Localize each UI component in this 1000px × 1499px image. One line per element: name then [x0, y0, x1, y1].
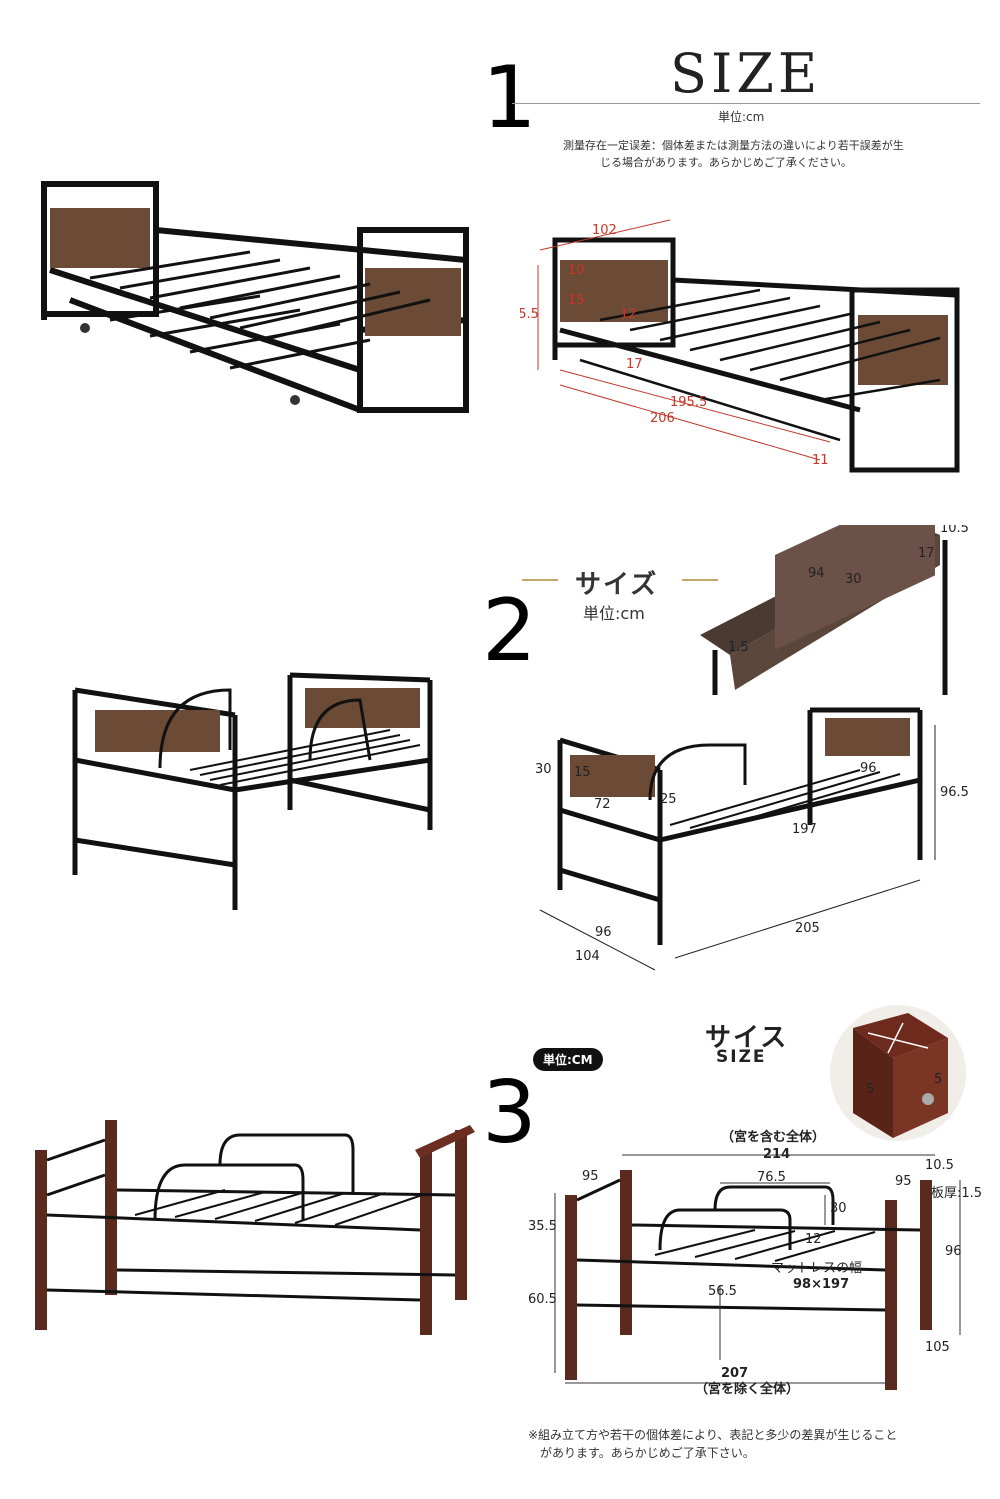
total-incl-label: （宮を含む全体）	[721, 1129, 825, 1145]
dim-inner-length: 195.5	[670, 395, 707, 410]
shelf-width-dim: 94	[808, 566, 825, 581]
dim-outer-length: 206	[650, 411, 675, 426]
dim-height: 65.5	[520, 307, 539, 322]
footnote-line2: があります。あらかじめご了承下さい。	[540, 1446, 755, 1460]
trundle-bed-dimension-diagram: 102 10 15 65.5 12 17 195.5 206 11	[520, 219, 960, 473]
section2-title: サイズ	[575, 570, 659, 600]
section1-note-line2: じる場合があります。あらかじめご了承ください。	[600, 156, 852, 169]
dim-width-inner: 96	[595, 925, 612, 940]
dim-slat-gap: 12	[805, 1232, 822, 1247]
post-dim-b: 5	[934, 1072, 942, 1087]
title-rule-left	[522, 579, 558, 581]
dim-total-height: 96.5	[940, 785, 969, 800]
trundle-bed-photo	[41, 181, 469, 413]
wood-post-bed-dimension-diagram: （宮を含む全体） 214 10.5 95 76.5 95 板厚:1.5 30 3…	[528, 1129, 982, 1397]
dim-under-height: 60.5	[528, 1292, 557, 1307]
total-excl-label: （宮を除く全体）	[695, 1381, 799, 1397]
shelf-thickness-label: 板厚:1.5	[931, 1186, 982, 1201]
shelf-depth-dim: 10.5	[940, 525, 969, 536]
dim-total-incl: 214	[763, 1147, 790, 1162]
dim-head-height: 30	[535, 762, 552, 777]
dim-panel-width: 72	[594, 797, 611, 812]
dim-width-outer: 104	[575, 949, 600, 964]
title-rule-right	[682, 579, 718, 581]
dim-shelf-depth: 10.5	[925, 1158, 954, 1173]
section-number-2: 2	[482, 581, 537, 681]
loft-bed-dimension-diagram: 30 15 72 25 96 197 96.5 96 104 205	[535, 707, 969, 971]
section1-unit: 単位:cm	[718, 110, 765, 124]
dim-head-width-right: 95	[895, 1174, 912, 1189]
mattress-label: マットレスの幅	[771, 1261, 862, 1276]
section2-unit: 単位:cm	[583, 604, 645, 623]
dim-headboard-top: 10	[568, 263, 585, 278]
footnote-line1: ※組み立て方や若干の個体差により、表記と多少の差異が生じること	[528, 1428, 898, 1442]
title-underline	[512, 103, 980, 104]
section1-title: SIZE	[670, 42, 822, 105]
dim-length: 205	[795, 921, 820, 936]
dim-slat-gap: 12	[620, 307, 637, 322]
post-dim-a: 5	[866, 1082, 874, 1097]
mattress-size: 98×197	[793, 1277, 849, 1292]
dim-inner-length: 197	[792, 822, 817, 837]
section3-title-en: SIZE	[716, 1047, 767, 1067]
dim-under-clear: 56.5	[708, 1284, 737, 1299]
section-number-1: 1	[482, 48, 537, 148]
section3-title-jp: サイス	[705, 1023, 789, 1053]
dim-width-top: 102	[592, 223, 617, 238]
section3-unit: 単位:CM	[533, 1048, 603, 1071]
section-number-3: 3	[482, 1063, 537, 1163]
post-closeup: 5 5	[830, 1005, 966, 1141]
headboard-shelf-closeup: 94 30 17 10.5 1.5	[700, 525, 969, 695]
dim-total-excl: 207	[721, 1366, 748, 1381]
section1-note-line1: 測量存在一定误差：個体差または測量方法の違いにより若干誤差が生	[563, 139, 904, 152]
dim-guard-height: 30	[830, 1201, 847, 1216]
shelf-slot-dim: 30	[845, 572, 862, 587]
dim-total-height: 96	[945, 1244, 962, 1259]
dim-headboard-panel: 15	[568, 293, 585, 308]
shelf-right-dim: 17	[918, 546, 935, 561]
dim-head-width-left: 95	[582, 1169, 599, 1184]
dim-top-height: 35.5	[528, 1219, 557, 1234]
dim-caster: 11	[812, 453, 829, 468]
dim-depth: 105	[925, 1340, 950, 1355]
wood-post-bed-photo	[35, 1120, 475, 1335]
dim-inner-width: 96	[860, 761, 877, 776]
dim-under-height: 17	[626, 357, 643, 372]
loft-bed-photo	[72, 672, 433, 910]
dim-guard-width: 76.5	[757, 1170, 786, 1185]
dim-panel-height: 15	[574, 765, 591, 780]
shelf-thickness-dim: 1.5	[728, 640, 749, 655]
dim-guard-height: 25	[660, 792, 677, 807]
